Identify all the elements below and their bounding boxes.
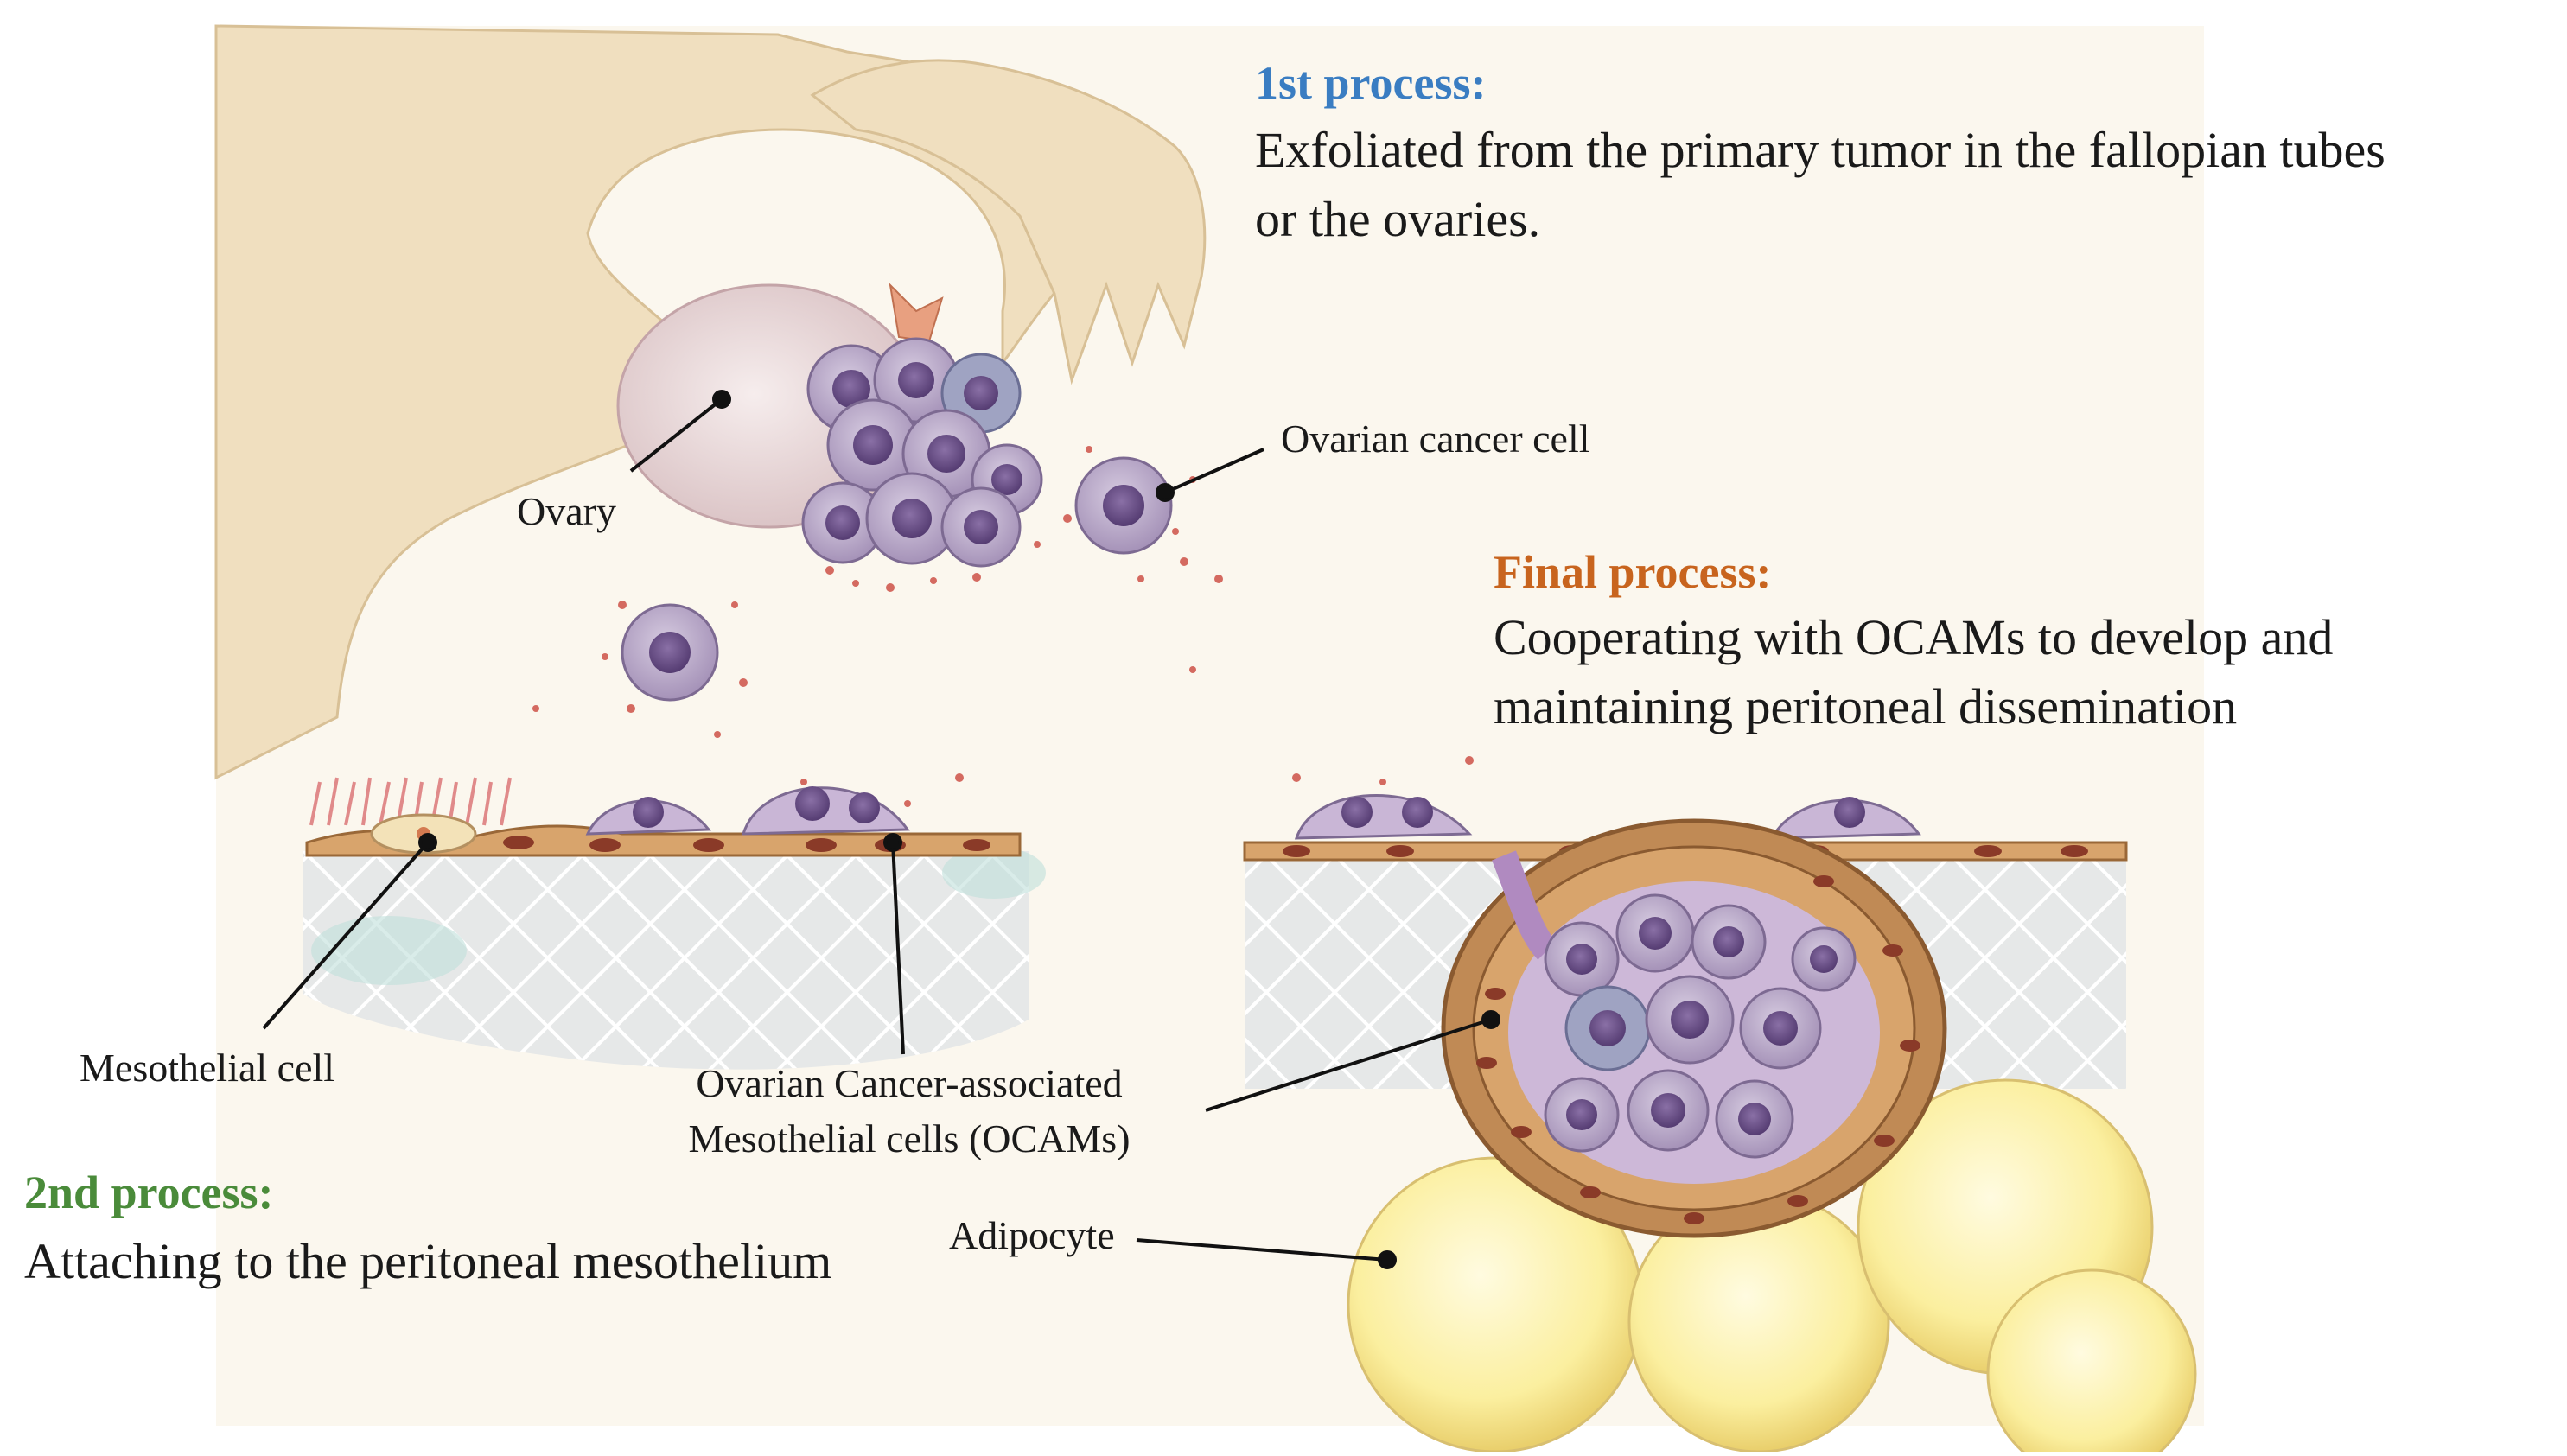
ocams-label-line-2: Mesothelial cells (OCAMs) <box>688 1116 1131 1160</box>
rupture-mark <box>889 283 944 343</box>
ocams-label-line-1: Ovarian Cancer-associated <box>696 1061 1123 1105</box>
leader-lines <box>262 390 1500 1269</box>
adipocyte-label: Adipocyte <box>949 1213 1115 1257</box>
second-process-body: Attaching to the peritoneal mesothelium <box>24 1233 832 1289</box>
final-process-line-2: maintaining peritoneal dissemination <box>1494 678 2238 734</box>
ovary-label: Ovary <box>517 489 616 533</box>
first-process-line-2: or the ovaries. <box>1255 191 1541 247</box>
tumor-nodule <box>1441 818 1947 1238</box>
left-peritoneum <box>303 777 1046 1070</box>
mesothelial-cell-label: Mesothelial cell <box>80 1046 335 1090</box>
single-cancer-cell <box>1074 456 1173 555</box>
second-process-title: 2nd process: <box>24 1167 274 1218</box>
adipocyte-layer <box>1347 1078 2197 1456</box>
final-process-line-1: Cooperating with OCAMs to develop and <box>1494 609 2334 665</box>
secreted-vesicles <box>532 446 1474 807</box>
ovarian-cancer-cell-label: Ovarian cancer cell <box>1281 416 1590 461</box>
first-process-title: 1st process: <box>1255 57 1487 109</box>
cancer-cell-cluster <box>801 337 1043 568</box>
first-process-line-1: Exfoliated from the primary tumor in the… <box>1255 122 2385 178</box>
floating-cancer-cell <box>621 603 719 702</box>
final-process-title: Final process: <box>1494 546 1772 598</box>
